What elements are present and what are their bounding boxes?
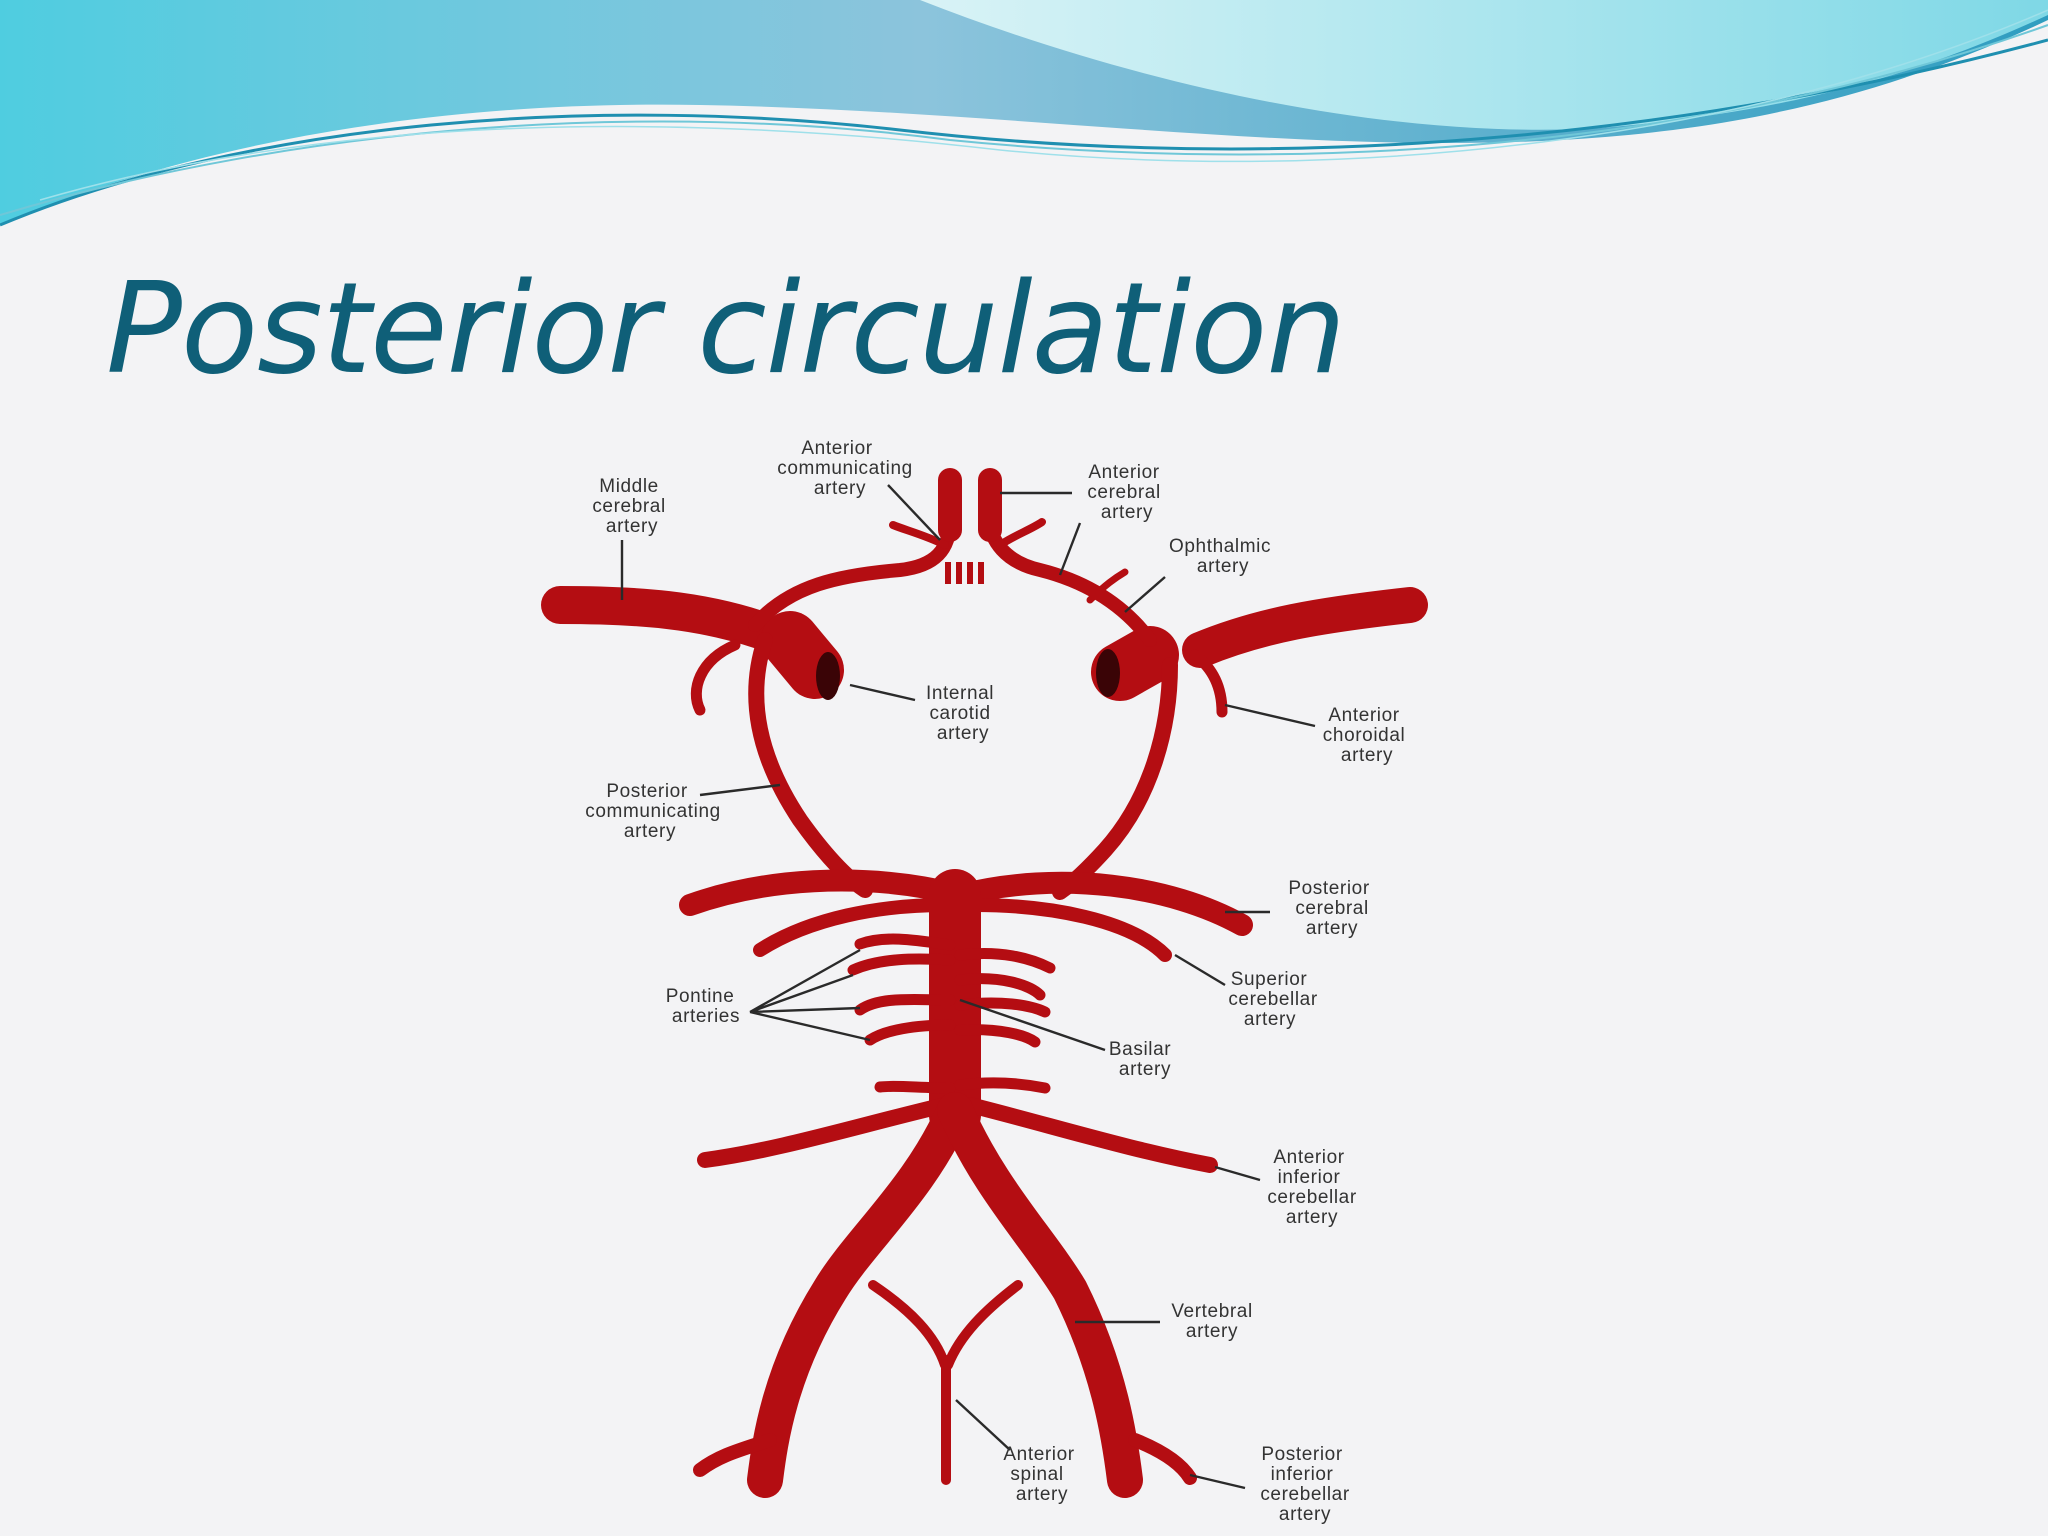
leader-pontine	[749, 948, 871, 1042]
header-wave-banner	[0, 0, 2048, 227]
leader-pica	[1189, 1473, 1246, 1490]
artery-network	[541, 468, 1428, 1498]
slide-title: Posterior circulation	[106, 255, 1346, 402]
right-internal-carotid	[1091, 626, 1179, 701]
left-internal-carotid-lumen	[816, 652, 840, 700]
left-vertebral-artery	[747, 1092, 973, 1498]
label-anterior-inferior-cerebellar-artery: Anterior inferior cerebellar artery	[1267, 1147, 1362, 1228]
left-anterior-choroidal	[690, 639, 741, 716]
ophthalmic-branch	[1086, 568, 1129, 604]
pontine-left-5	[874, 1080, 956, 1094]
leader-aca	[1000, 491, 1082, 576]
acomm-vessel-3	[967, 562, 973, 584]
pontine-right-4	[954, 1024, 1041, 1048]
label-posterior-communicating-artery: Posterior communicating artery	[585, 781, 726, 842]
leader-aica	[1214, 1165, 1261, 1182]
pontine-left-1	[854, 933, 956, 951]
left-aica	[697, 1097, 953, 1168]
label-basilar-artery: Basilar artery	[1109, 1039, 1177, 1080]
pontine-right-2	[954, 973, 1046, 1001]
leader-acomm	[887, 484, 941, 541]
label-anterior-choroidal-artery: Anterior choroidal artery	[1323, 705, 1411, 766]
leader-lines	[620, 484, 1316, 1490]
right-middle-cerebral-artery	[1182, 587, 1428, 668]
leader-ophthalmic	[1124, 576, 1166, 613]
leader-asa	[955, 1399, 1011, 1451]
right-anterior-choroidal	[1189, 649, 1228, 718]
pontine-right-5	[954, 1077, 1051, 1094]
pontine-left-4	[864, 1019, 956, 1046]
leader-basilar	[959, 998, 1106, 1052]
acomm-vessel-2	[956, 562, 962, 584]
left-perforator-branch	[889, 521, 949, 549]
label-anterior-spinal-artery: Anterior spinal artery	[1003, 1444, 1080, 1505]
right-superior-cerebellar	[968, 898, 1172, 962]
label-anterior-communicating-artery: Anterior communicating artery	[777, 438, 918, 499]
pontine-right-1	[954, 947, 1056, 974]
right-posterior-cerebral	[949, 871, 1253, 936]
leader-pcomm	[699, 783, 781, 797]
wave-front	[920, 0, 2048, 130]
label-superior-cerebellar-artery: Superior cerebellar artery	[1228, 969, 1323, 1030]
left-middle-cerebral-artery	[541, 586, 779, 649]
right-perforator-branch	[996, 518, 1046, 549]
labels: Anterior communicating artery Middle cer…	[585, 438, 1411, 1525]
pontine-left-2	[847, 953, 956, 976]
label-anterior-cerebral-artery: Anterior cerebral artery	[1087, 462, 1166, 523]
leader-achor	[1224, 703, 1316, 728]
acomm-vessel-1	[945, 562, 951, 584]
label-pontine-arteries: Pontine arteries	[666, 986, 741, 1027]
right-pica	[1128, 1433, 1197, 1485]
label-internal-carotid-artery: Internal carotid artery	[926, 683, 1000, 744]
left-superior-cerebellar	[753, 898, 952, 957]
label-posterior-inferior-cerebellar-artery: Posterior inferior cerebellar artery	[1260, 1444, 1355, 1525]
leader-ica	[849, 683, 916, 702]
right-vertebral-artery	[937, 1092, 1143, 1498]
left-posterior-cerebral	[679, 869, 971, 916]
label-middle-cerebral-artery: Middle cerebral artery	[592, 476, 671, 537]
right-internal-carotid-lumen	[1096, 649, 1120, 697]
label-ophthalmic-artery: Ophthalmic artery	[1169, 536, 1277, 577]
anterior-spinal-right	[943, 1280, 1023, 1370]
left-pica	[693, 1433, 777, 1477]
label-posterior-cerebral-artery: Posterior cerebral artery	[1288, 878, 1375, 939]
anterior-spinal-left	[868, 1280, 950, 1370]
left-internal-carotid	[761, 611, 844, 699]
wave-line-1	[0, 38, 2048, 227]
wave-line-3	[39, 9, 2048, 201]
label-vertebral-artery: Vertebral artery	[1171, 1301, 1258, 1342]
pontine-left-3	[854, 993, 956, 1016]
leader-sca	[1174, 953, 1226, 987]
right-aica	[962, 1097, 1218, 1173]
acomm-vessel-4	[978, 562, 984, 584]
